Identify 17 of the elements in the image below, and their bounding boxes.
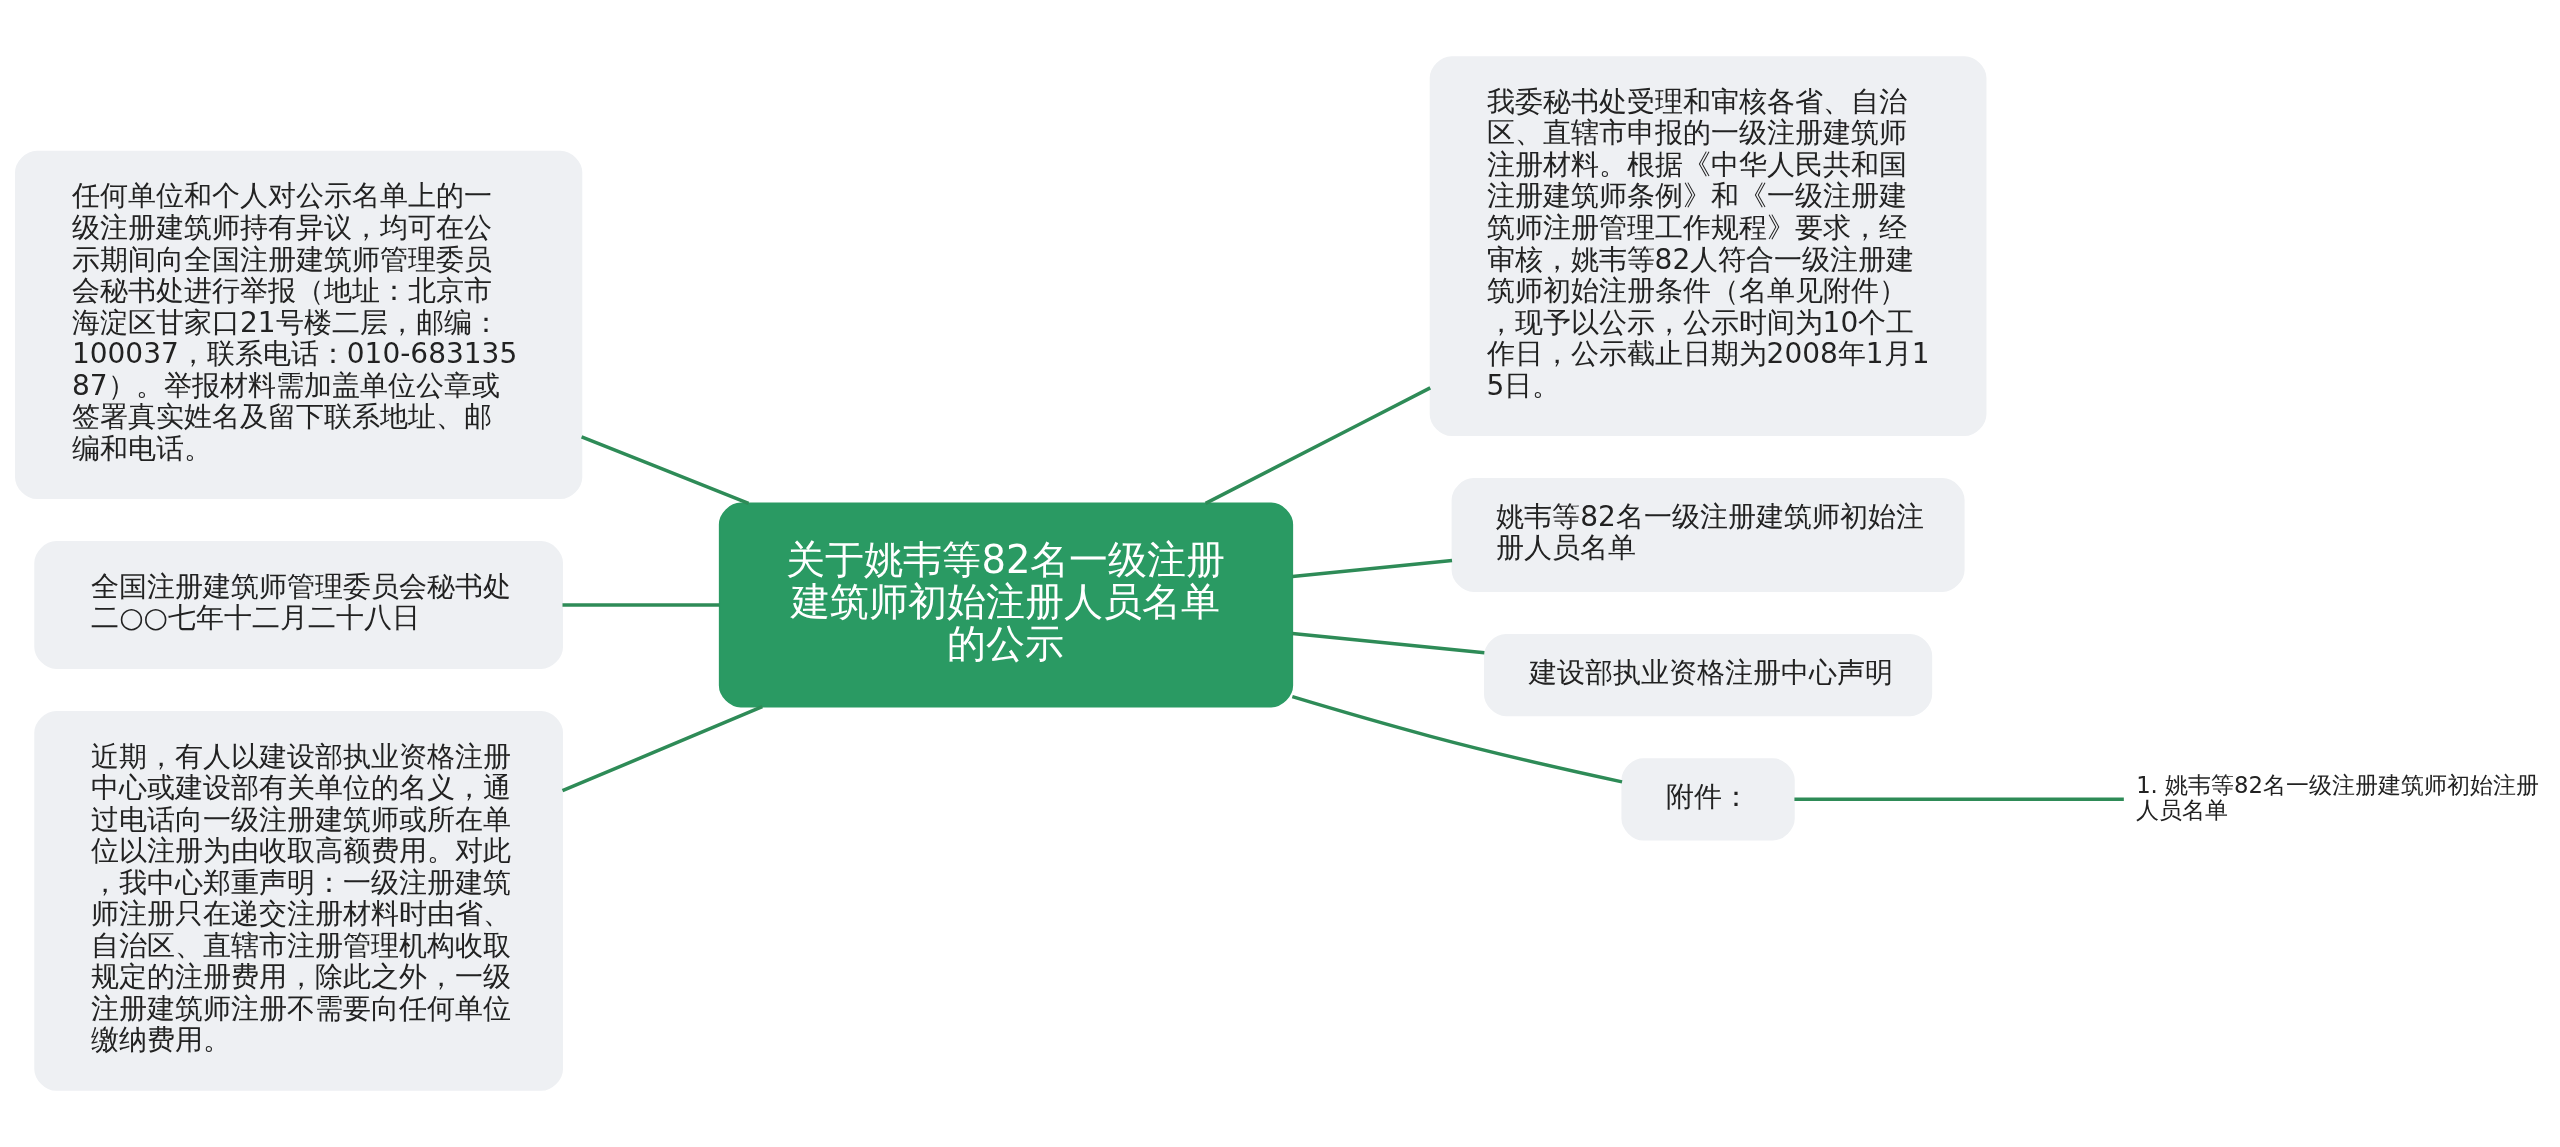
node-box: 姚韦等82名一级注册建筑师初始注册人员名单 bbox=[1451, 478, 1965, 592]
connector bbox=[562, 603, 720, 607]
node-text: 1. 姚韦等82名一级注册建筑师初始注册人员名单 bbox=[2136, 772, 2540, 823]
connector bbox=[1204, 386, 1432, 505]
node-box: 关于姚韦等82名一级注册建筑师初始注册人员名单的公示 bbox=[718, 502, 1294, 708]
node-box: 我委秘书处受理和审核各省、自治区、直辖市申报的一级注册建筑师注册材料。根据《中华人民共和国注册建筑师条例》和《一级注册建筑师注册管理工作规程》要求，经审核，姚韦等82人符合一级注册建筑师初始注册条件（名单见附件），现予以公示，公示时间为10个工作日，公示截止日期为2008年1月15日。 bbox=[1429, 56, 1987, 437]
node-box: 任何单位和个人对公示名单上的一级注册建筑师持有异议，均可在公示期间向全国注册建筑师管理委员会秘书处进行举报（地址：北京市海淀区甘家口21号楼二层，邮编：100037，联系电话：010-68313587）。举报材料需加盖单位公章或签署真实姓名及留下联系地址、邮编和电话。 bbox=[15, 150, 583, 500]
connector bbox=[1291, 694, 1623, 784]
node-box: 近期，有人以建设部执业资格注册中心或建设部有关单位的名义，通过电话向一级注册建筑师或所在单位以注册为由收取高额费用。对此，我中心郑重声明：一级注册建筑师注册只在递交注册材料时由省、自治区、直辖市注册管理机构收取规定的注册费用，除此之外，一级注册建筑师注册不需要向任何单位缴纳费用。 bbox=[34, 710, 564, 1091]
node-box: 建设部执业资格注册中心声明 bbox=[1483, 633, 1933, 717]
connector bbox=[1794, 797, 2124, 802]
connector bbox=[580, 435, 750, 505]
connector bbox=[1292, 558, 1453, 579]
connector bbox=[561, 705, 763, 793]
node-box: 全国注册建筑师管理委员会秘书处 二○○七年十二月二十八日 bbox=[34, 541, 564, 669]
node-box: 附件： bbox=[1621, 758, 1795, 841]
connector bbox=[1292, 631, 1485, 655]
